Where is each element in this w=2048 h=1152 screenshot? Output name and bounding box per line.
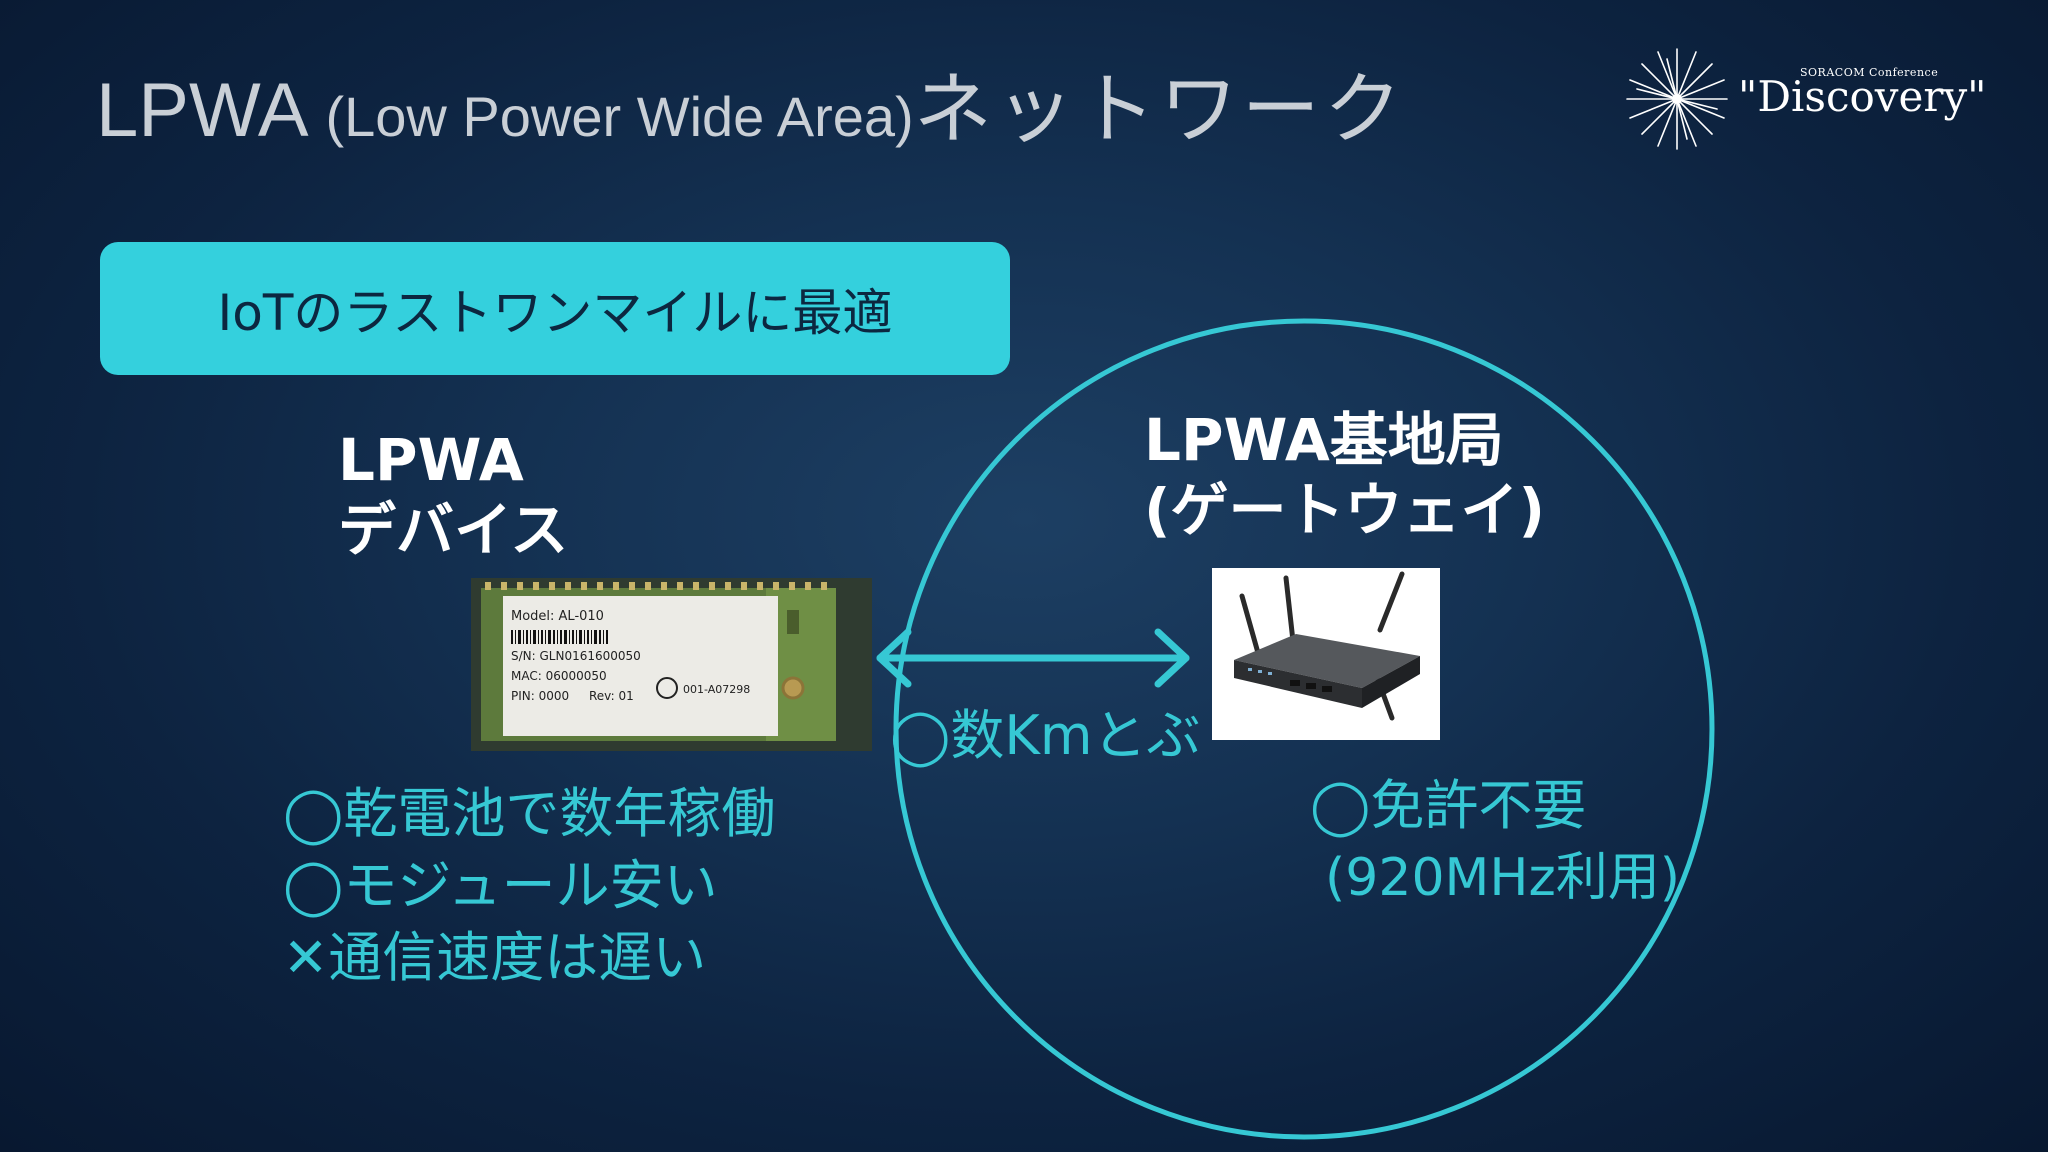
- module-cert-text: 001-A07298: [683, 683, 750, 696]
- logo-wordmark: "Discovery": [1738, 72, 1987, 121]
- callout-box: IoTのラストワンマイルに最適: [100, 242, 1010, 375]
- gateway-title-line1: LPWA基地局: [1144, 405, 1545, 475]
- device-feature-slow: ✕通信速度は遅い: [283, 922, 775, 994]
- module-serial-text: S/N: GLN0161600050: [511, 649, 641, 663]
- conference-logo: SORACOM Conference "Discovery": [1622, 44, 1982, 154]
- module-pin-text: PIN: 0000: [511, 689, 569, 703]
- starburst-icon: [1622, 44, 1732, 154]
- device-feature-cheap: ◯モジュール安い: [283, 850, 775, 922]
- gateway-feature-license: ◯免許不要: [1310, 770, 1586, 842]
- gateway-feature-frequency: (920MHz利用): [1325, 845, 1680, 911]
- device-title-line1: LPWA: [338, 425, 568, 495]
- lpwa-module-photo: Model: AL-010 S/N: GLN0161600050 MAC: 06…: [471, 578, 872, 751]
- device-feature-battery: ◯乾電池で数年稼働: [283, 778, 775, 850]
- double-arrow-icon: [880, 632, 1186, 684]
- device-title: LPWA デバイス: [338, 425, 568, 565]
- device-title-line2: デバイス: [338, 495, 568, 565]
- gateway-title-line2: (ゲートウェイ): [1144, 475, 1545, 545]
- slide-title: LPWA (Low Power Wide Area)ネットワーク: [96, 60, 1406, 167]
- title-japanese: ネットワーク: [914, 65, 1406, 155]
- title-main: LPWA: [96, 68, 325, 153]
- distance-label: ◯数Kmとぶ: [890, 700, 1200, 772]
- antenna-connector-icon: [783, 678, 803, 698]
- module-model-text: Model: AL-010: [511, 609, 604, 624]
- gateway-title: LPWA基地局 (ゲートウェイ): [1144, 405, 1545, 545]
- callout-text: IoTのラストワンマイルに最適: [218, 273, 893, 345]
- module-rev-text: Rev: 01: [589, 689, 634, 703]
- gateway-photo: [1212, 568, 1440, 740]
- module-mac-text: MAC: 06000050: [511, 669, 607, 683]
- device-features: ◯乾電池で数年稼働 ◯モジュール安い ✕通信速度は遅い: [283, 778, 775, 994]
- title-subtitle: (Low Power Wide Area): [325, 85, 913, 148]
